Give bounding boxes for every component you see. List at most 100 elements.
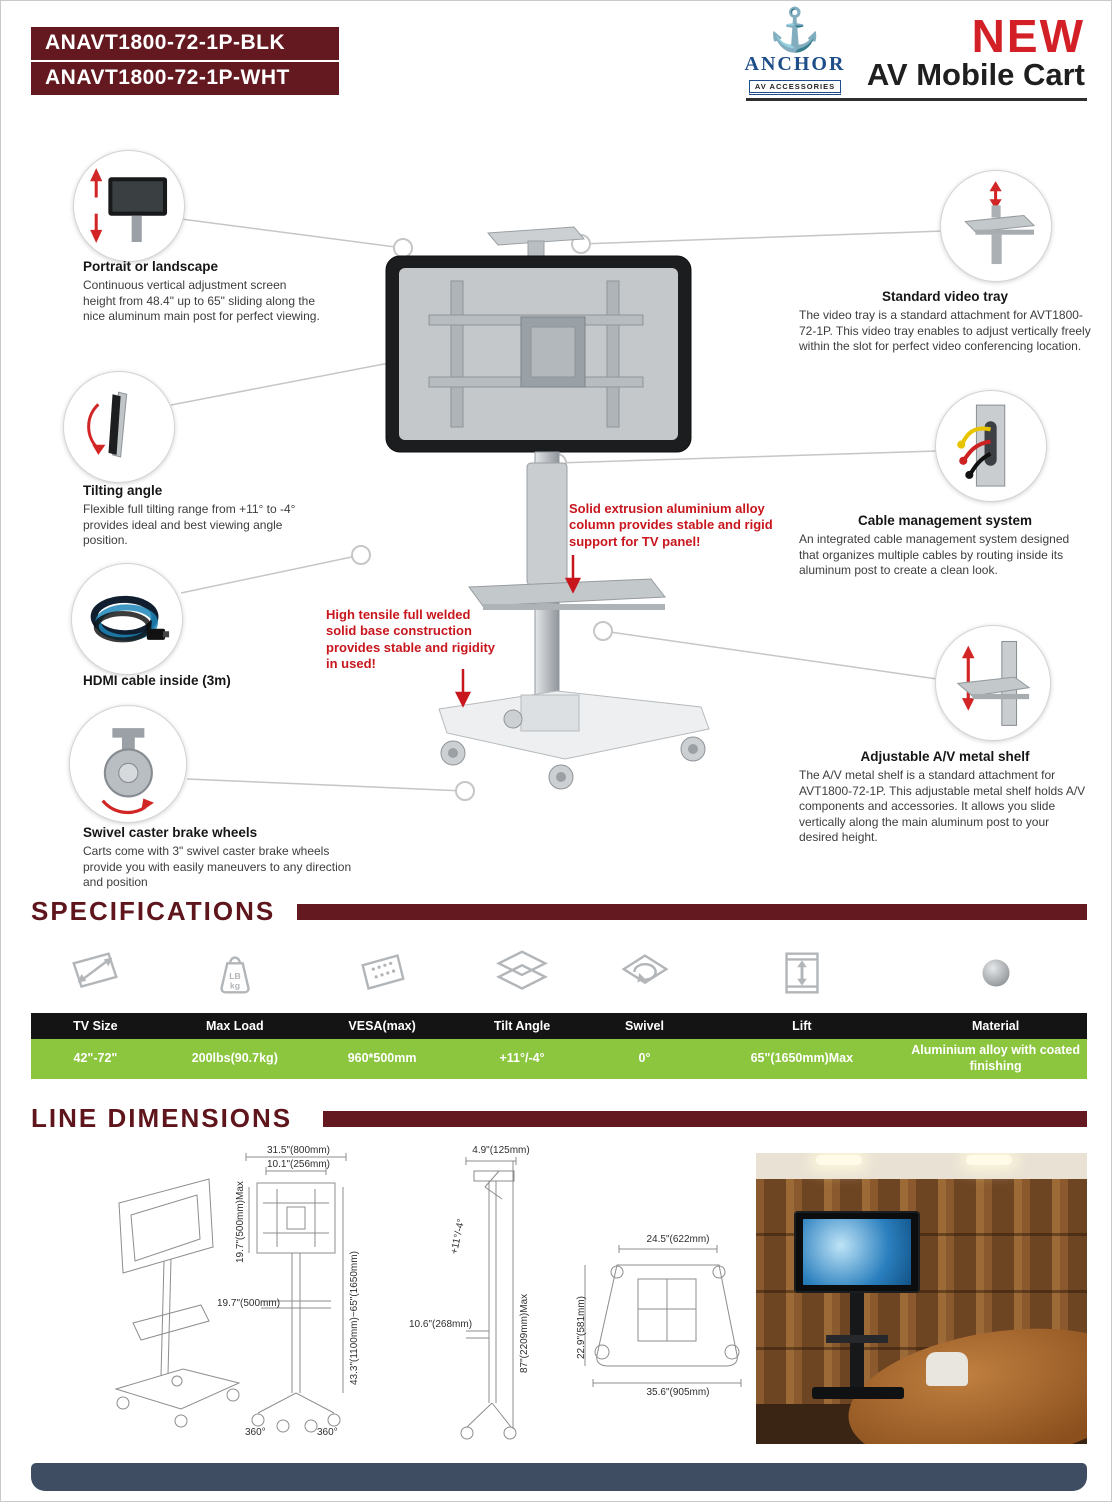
iso-view-drawing [114,1178,241,1428]
feature-video-tray-title: Standard video tray [881,289,1009,304]
feature-caster-desc: Carts come with 3" swivel caster brake w… [83,844,352,890]
portrait-landscape-icon [90,168,168,244]
spec-val-lift: 65"(1650mm)Max [750,1051,854,1066]
room-photo [756,1153,1087,1444]
feature-tilting: Tilting angle Flexible full tilting rang… [83,483,313,549]
spec-val-vesa: 960*500mm [347,1051,417,1066]
ceiling-light [816,1155,862,1165]
line-dimensions-bar [323,1111,1087,1127]
kg-label: kg [230,980,240,990]
video-tray-icon [964,181,1036,265]
feature-video-tray: Standard video tray The video tray is a … [799,289,1091,355]
dim-front-swivel-right: 360° [317,1427,338,1438]
feature-image-video-tray [940,170,1052,282]
hdmi-cable-icon [91,596,170,643]
dim-front-swivel-left: 360° [245,1427,266,1438]
feature-hdmi-title: HDMI cable inside (3m) [83,673,231,688]
feature-shelf: Adjustable A/V metal shelf The A/V metal… [799,749,1091,846]
cart-tv [794,1211,920,1293]
side-view-drawing [460,1157,517,1440]
spec-col-vesa: VESA(max) [348,1019,416,1033]
dim-top-depth: 22.9"(581mm) [576,1295,587,1359]
page-title: AV Mobile Cart [866,57,1085,92]
dim-side-max-height: 87"(2209mm)Max [519,1293,530,1373]
spec-col-material: Material [971,1019,1020,1033]
spec-values-row: 42"-72" 200lbs(90.7kg) 960*500mm +11°/-4… [31,1039,1087,1079]
callout-base: High tensile full welded solid base cons… [326,607,496,671]
footer-bar [31,1463,1087,1491]
spec-col-swivel: Swivel [625,1019,664,1033]
new-badge: NEW [971,10,1085,62]
specifications-bar [297,904,1087,920]
av-cart-drawing [385,226,710,790]
feature-caster: Swivel caster brake wheels Carts come wi… [83,825,363,891]
feature-image-tilting [63,371,175,483]
product-cart-illustration [170,218,944,801]
dim-side-depth-top: 4.9"(125mm) [472,1145,530,1156]
brand-logo: ⚓ ANCHOR AV ACCESSORIES [737,7,853,95]
specifications-table: LB kg [31,933,1087,1079]
model-numbers: ANAVT1800-72-1P-BLK ANAVT1800-72-1P-WHT [31,27,339,97]
spec-val-swivel: 0° [638,1051,651,1066]
model-number-black: ANAVT1800-72-1P-BLK [31,27,339,60]
av-shelf-icon [956,640,1031,726]
spec-val-tv-size: 42"-72" [73,1051,118,1066]
dim-side-shelf-depth: 10.6"(268mm) [409,1319,473,1330]
feature-portrait-title: Portrait or landscape [83,259,219,274]
callout-arrows [454,555,582,708]
cart-base [812,1387,904,1399]
spec-header-row: TV Size Max Load VESA(max) Tilt Angle Sw… [31,1013,1087,1039]
feature-portrait-desc: Continuous vertical adjustment screen he… [83,278,320,324]
caster-wheel-icon [101,727,154,814]
spec-val-max-load: 200lbs(90.7kg) [191,1051,278,1066]
spec-col-max-load: Max Load [205,1019,264,1033]
feature-cable-mgmt-desc: An integrated cable management system de… [799,532,1070,578]
callout-column: Solid extrusion aluminium alloy column p… [569,501,773,549]
material-icon [982,959,1010,987]
model-number-white: ANAVT1800-72-1P-WHT [31,62,339,95]
ceiling-light [966,1155,1012,1165]
feature-cable-mgmt-title: Cable management system [857,513,1033,528]
lift-icon [785,952,819,994]
feature-image-portrait [73,150,185,262]
features-section: Portrait or landscape Continuous vertica… [1,119,1111,901]
specifications-heading: SPECIFICATIONS [31,896,276,926]
dim-front-top-width: 31.5"(800mm) [266,1145,331,1156]
dimension-drawings [114,1153,742,1440]
vesa-icon [361,954,405,990]
feature-portrait: Portrait or landscape Continuous vertica… [83,259,320,325]
max-load-icon: LB kg [220,956,250,994]
spec-val-material: Aluminium alloy with coated finishing [911,1043,1080,1073]
tv-size-icon [72,952,119,989]
dim-top-inner-width: 24.5"(622mm) [646,1234,710,1245]
anchor-icon: ⚓ [768,6,822,53]
spec-col-tv-size: TV Size [73,1019,118,1033]
chair [926,1352,968,1386]
header-divider [746,98,1087,101]
spec-col-tilt: Tilt Angle [493,1019,551,1033]
dim-top-base-width: 35.6"(905mm) [646,1387,710,1398]
feature-cable-mgmt: Cable management system An integrated ca… [799,513,1091,579]
lb-label: LB [229,971,241,981]
feature-image-cable-mgmt [935,390,1047,502]
feature-shelf-title: Adjustable A/V metal shelf [860,749,1030,764]
dim-front-tray-travel: 19.7"(500mm)Max [235,1181,246,1263]
brand-subtitle: AV ACCESSORIES [748,80,842,95]
feature-tilting-title: Tilting angle [83,483,163,498]
callout-connectors [170,218,944,792]
feature-image-shelf [935,625,1051,741]
dim-front-inner-width: 10.1"(256mm) [266,1159,331,1170]
tilt-angle-icon [87,391,128,458]
feature-image-hdmi [71,563,183,675]
top-view-drawing [584,1245,742,1387]
feature-tilting-desc: Flexible full tilting range from +11° to… [83,502,296,548]
spec-icons-row: LB kg [31,933,1087,1013]
feature-video-tray-desc: The video tray is a standard attachment … [799,308,1091,354]
front-view-drawing [245,1153,347,1433]
brand-name: ANCHOR [744,53,846,75]
dim-front-height-range: 43.3"(1100mm)~65"(1650mm) [349,1251,360,1385]
spec-col-lift: Lift [792,1019,812,1033]
cable-management-icon [957,405,1006,487]
line-dimensions-heading: LINE DIMENSIONS [31,1103,293,1133]
spec-val-tilt: +11°/-4° [499,1051,545,1066]
